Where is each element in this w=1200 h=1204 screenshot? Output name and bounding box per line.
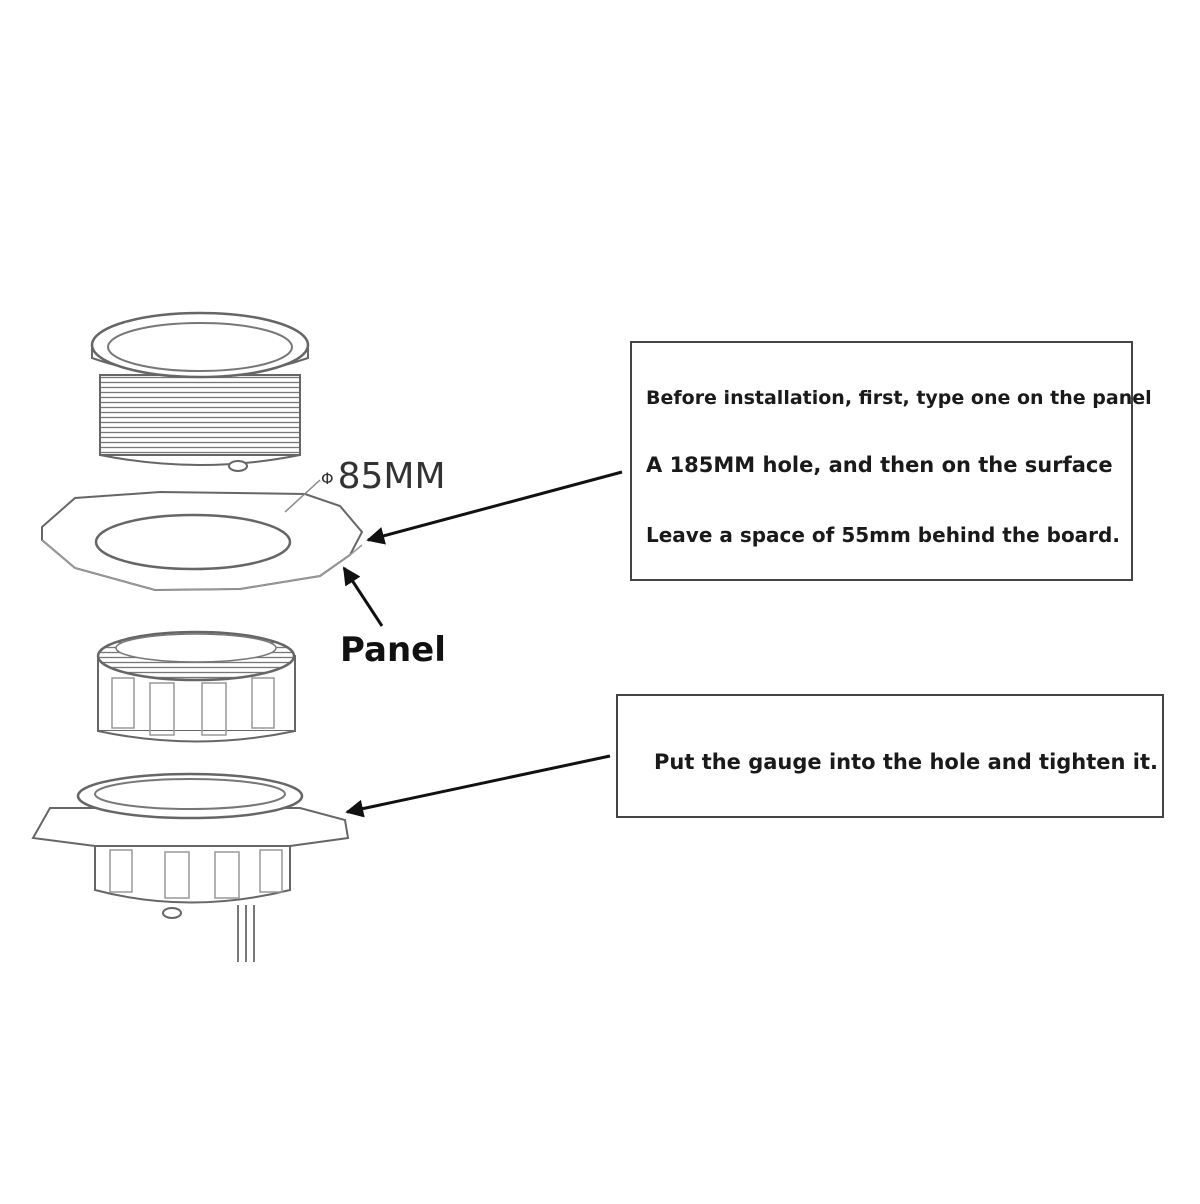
panel-label: Panel bbox=[340, 630, 446, 670]
gauge-bezel bbox=[90, 311, 310, 472]
diameter-symbol: Φ bbox=[321, 468, 334, 488]
arrow-to-gauge bbox=[345, 754, 611, 818]
instruction-line-3: Leave a space of 55mm behind the board. bbox=[646, 523, 1120, 547]
arrow-panel-label bbox=[342, 566, 384, 627]
instruction-line-1: Before installation, first, type one on … bbox=[646, 387, 1152, 409]
mounting-instruction-line: Put the gauge into the hole and tighten … bbox=[654, 750, 1159, 774]
panel-plate bbox=[41, 490, 364, 592]
instruction-line-2: A 185MM hole, and then on the surface bbox=[646, 453, 1113, 477]
arrow-to-panel bbox=[366, 470, 623, 545]
mounted-gauge-assembly bbox=[31, 772, 350, 962]
dimension-leader bbox=[284, 479, 321, 513]
installation-instructions-box: Before installation, first, type one on … bbox=[630, 341, 1152, 581]
lock-nut bbox=[96, 630, 296, 743]
mounting-instructions-box: Put the gauge into the hole and tighten … bbox=[616, 694, 1164, 818]
diameter-value: 85MM bbox=[337, 456, 446, 497]
